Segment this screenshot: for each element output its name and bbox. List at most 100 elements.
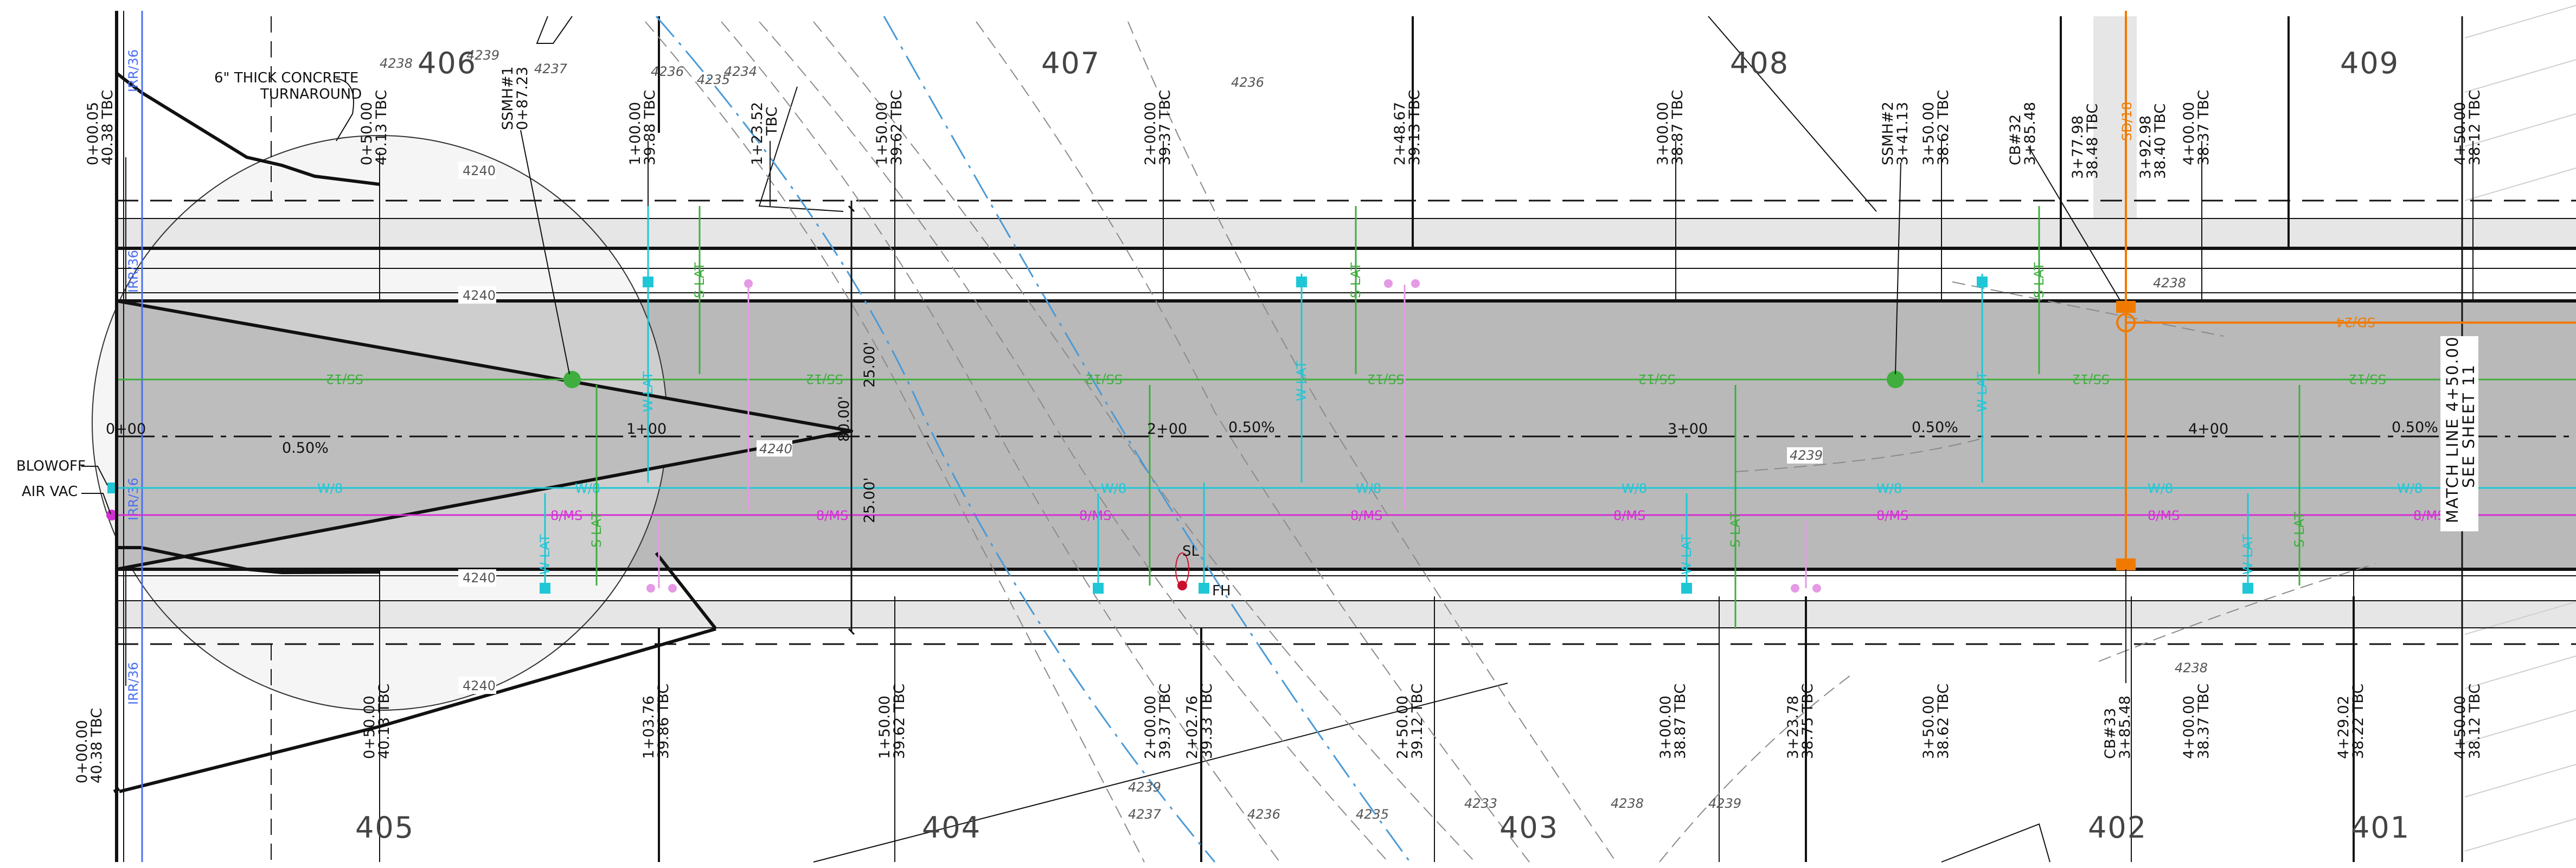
top-callout-4-sta: 1+23.52 (749, 102, 766, 165)
bottom-callout-5-sta: 2+02.76 (1184, 696, 1201, 759)
lot-407: 407 (1041, 46, 1100, 80)
contour-labels: 4240 4240 4240 4240 4239 4238 4237 4236 … (380, 48, 2208, 822)
lot-lines (379, 16, 2355, 862)
turnaround-note-line2: TURNAROUND (260, 86, 362, 102)
station-0-00: 0+00 (106, 421, 146, 438)
sd-junction (2116, 313, 2136, 332)
top-callout-7-sta: 2+48.67 (1392, 102, 1408, 165)
top-callout-13-sta: 3+92.98 (2137, 115, 2154, 179)
ss-label-3: SS/12 (1085, 371, 1123, 387)
contour-label-4238-lowright: 4238 (2175, 660, 2208, 676)
manhole-ssmh1 (563, 371, 581, 388)
grade-3: 0.50% (1912, 419, 1958, 436)
station-4-00: 4+00 (2188, 421, 2228, 438)
contour-lines (645, 21, 2376, 863)
north-sidewalk (117, 218, 2576, 248)
top-callout-12-sta: 3+77.98 (2069, 115, 2086, 179)
match-line-text: MATCH LINE 4+50.00 (2443, 336, 2462, 523)
bottom-callout-5-tbc: 39.33 TBC (1199, 684, 1215, 759)
bottom-callout-6-tbc: 39.12 TBC (1409, 684, 1426, 759)
air-vac-symbol (106, 510, 117, 520)
slat-label-2: S LAT (1348, 262, 1363, 298)
grade-2: 0.50% (1228, 419, 1275, 436)
bottom-callouts: 0+00.00 40.38 TBC 0+50.00 40.13 TBC 1+03… (74, 684, 2483, 783)
south-sidewalk (117, 601, 2576, 628)
bottom-callout-12-sta: 4+29.02 (2335, 696, 2352, 759)
lot-401: 401 (2351, 811, 2410, 845)
lot-406: 406 (418, 46, 477, 80)
grade-4: 0.50% (2392, 419, 2438, 436)
lot-409: 409 (2340, 46, 2399, 80)
top-callout-3-tbc: 39.88 TBC (642, 90, 658, 165)
bottom-callout-8-tbc: 38.75 TBC (1799, 684, 1816, 759)
wlat-label-2: W LAT (1294, 361, 1309, 401)
station-3-00: 3+00 (1668, 421, 1708, 438)
contour-label-4234-top: 4234 (724, 64, 757, 79)
ms-label-7: 8/MS (2148, 508, 2180, 523)
bottom-callout-4-tbc: 39.37 TBC (1157, 684, 1174, 759)
bottom-callout-10-tbc: 3+85.48 (2117, 696, 2133, 759)
top-callout-7-tbc: 39.13 TBC (1406, 90, 1423, 165)
top-callout-14-tbc: 38.37 TBC (2195, 90, 2212, 165)
w-label-1: W/8 (317, 481, 343, 496)
bottom-callout-1-tbc: 40.13 TBC (376, 684, 393, 759)
wlat-label-3: W LAT (1975, 371, 1990, 412)
contour-label-4236-b: 4236 (1231, 75, 1264, 90)
irrigation-main: 8/MS 8/MS 8/MS 8/MS 8/MS 8/MS 8/MS 8/MS (106, 508, 2576, 523)
contour-label-4235-bot: 4235 (1356, 807, 1389, 822)
top-callout-0-tbc: 40.38 TBC (99, 90, 116, 165)
water-main: W/8 W/8 W/8 W/8 W/8 W/8 W/8 W/8 (107, 481, 2576, 496)
bottom-callout-1-sta: 0+50.00 (361, 696, 378, 759)
bottom-callout-2-tbc: 39.86 TBC (655, 684, 672, 759)
station-labels: 0+00 1+00 2+00 3+00 4+00 0.50% 0.50% 0.5… (106, 419, 2438, 456)
ss-label-5: SS/12 (1638, 371, 1676, 387)
dimension-25-top: 25.00' (861, 342, 878, 388)
bottom-callout-8-sta: 3+23.78 (1785, 696, 1802, 759)
top-callouts: 0+00.05 40.38 TBC 0+50.00 40.13 TBC SSMH… (85, 66, 2483, 179)
lot-405: 405 (355, 811, 414, 845)
bottom-callout-3-tbc: 39.62 TBC (891, 684, 908, 759)
lot-404: 404 (922, 811, 981, 845)
top-callout-15-tbc: 38.12 TBC (2466, 90, 2483, 165)
station-1-00: 1+00 (626, 421, 667, 438)
bottom-callout-2-sta: 1+03.76 (640, 696, 657, 759)
slat-label-4: S LAT (589, 512, 604, 548)
streetlight-outline (1175, 552, 1189, 586)
ms-label-6: 8/MS (1876, 508, 1908, 523)
contour-label-4240-c: 4240 (463, 570, 496, 586)
wlat-label-4: W LAT (537, 534, 553, 575)
slat-label-1: S LAT (692, 262, 707, 298)
catch-basin-cb32 (2116, 301, 2136, 313)
sd18-label: SD/18 (2119, 102, 2135, 141)
top-callout-11-sta: CB#32 (2007, 114, 2024, 165)
top-callout-4-tbc: TBC (764, 107, 780, 136)
ms-label-4: 8/MS (1350, 508, 1382, 523)
contour-label-4239-bot: 4239 (1128, 780, 1161, 795)
slat-label-6: S LAT (2292, 512, 2307, 548)
w-label-8: W/8 (2397, 481, 2423, 496)
catch-basin-cb33 (2116, 558, 2136, 570)
top-callout-8-tbc: 38.87 TBC (1669, 90, 1686, 165)
bottom-callout-12-tbc: 38.22 TBC (2350, 684, 2367, 759)
storm-drain: SD/18 SD/24 (2116, 11, 2576, 570)
contour-label-4239-bot2: 4239 (1708, 796, 1741, 811)
w-label-5: W/8 (1622, 481, 1647, 496)
contour-label-4236-bot: 4236 (1247, 807, 1280, 822)
bottom-callout-0-tbc: 40.38 TBC (88, 708, 105, 783)
ss-label-6: SS/12 (2072, 371, 2110, 387)
ss-label-1: SS/12 (326, 371, 363, 387)
irr36-label-3: IRR/36 (126, 478, 141, 520)
top-callout-5-sta: 1+50.00 (874, 102, 890, 165)
turnaround-edges (113, 72, 717, 793)
contour-label-4240-d: 4240 (463, 678, 496, 693)
sd24-label: SD/24 (2336, 314, 2375, 330)
lateral-symbols (540, 277, 2253, 594)
top-callout-9-sta: SSMH#2 (1880, 101, 1896, 165)
top-callout-9-tbc: 3+41.13 (1894, 102, 1911, 165)
lot-402: 402 (2088, 811, 2147, 845)
irr36-line: IRR/36 IRR/36 IRR/36 IRR/36 (126, 11, 143, 862)
grade-1: 0.50% (282, 440, 329, 456)
lot-408: 408 (1730, 46, 1789, 80)
contour-label-4240-center: 4240 (759, 441, 792, 456)
